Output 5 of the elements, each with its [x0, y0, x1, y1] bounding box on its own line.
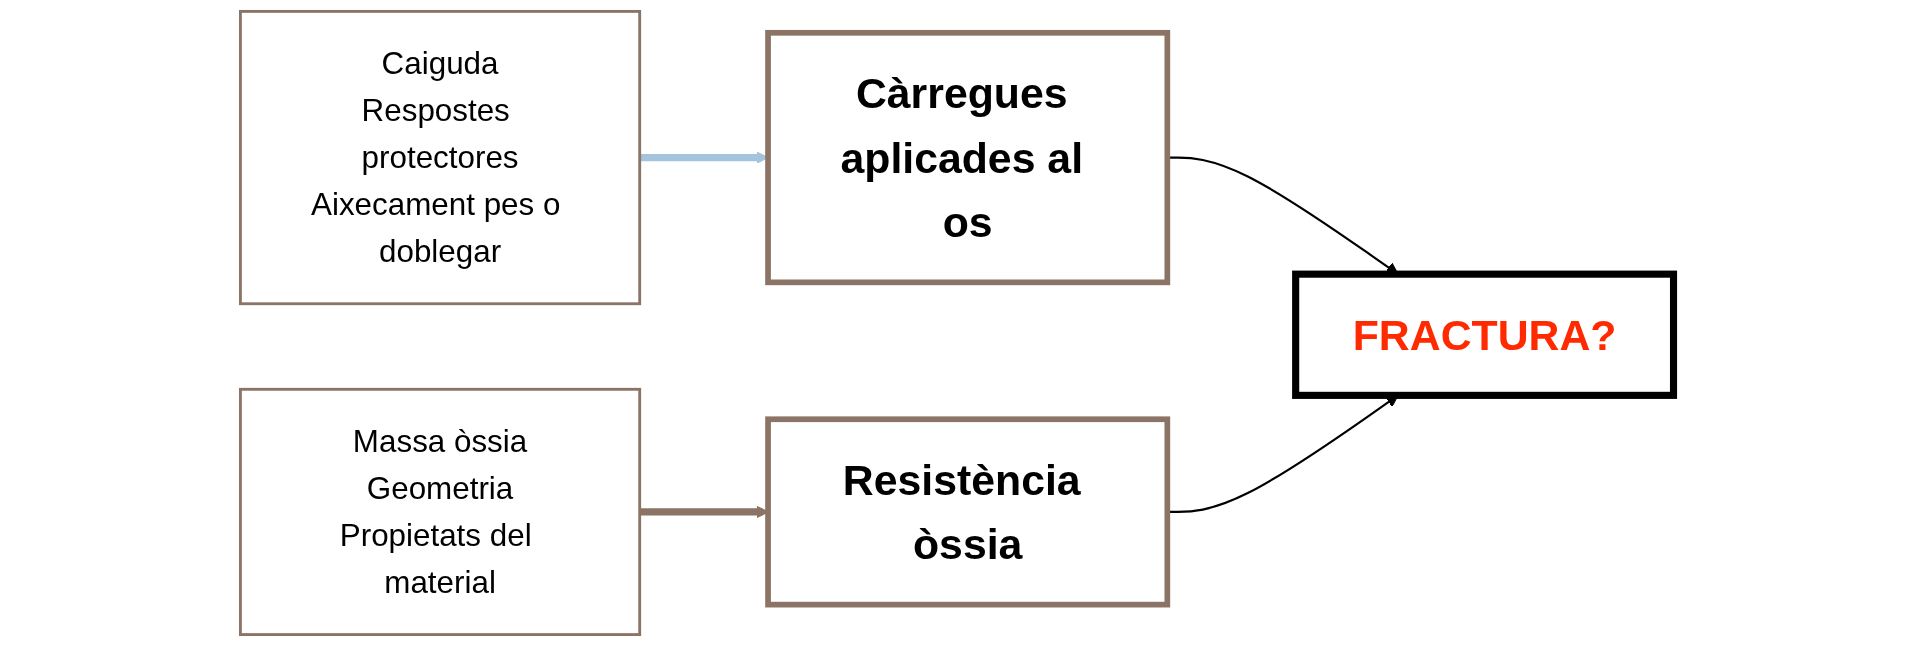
- node-box: Resistència òssia: [764, 416, 1170, 608]
- node-box: Massa òssia Geometria Propietats del material: [238, 387, 641, 636]
- node-box: FRACTURA?: [1291, 270, 1677, 399]
- node-box: Caiguda Respostes protectores Aixecament pes o doblegar: [238, 10, 641, 306]
- node-box: Càrregues aplicades al os: [764, 29, 1170, 286]
